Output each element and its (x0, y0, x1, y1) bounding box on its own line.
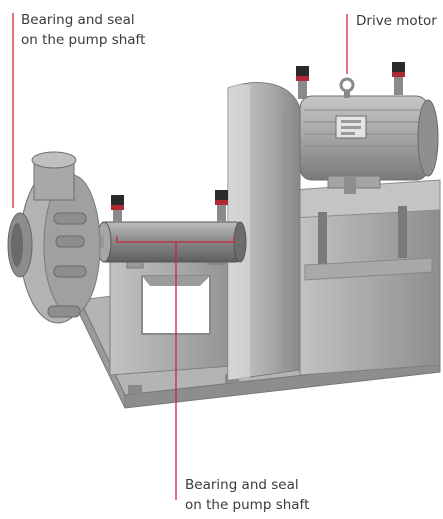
motor-stand (291, 179, 441, 376)
bearing-housing (90, 190, 247, 263)
callout-label-top-left-line2: on the pump shaft (21, 32, 146, 48)
callout-label-bottom-line2: on the pump shaft (185, 497, 310, 513)
callout-label-bottom: Bearing and seal on the pump shaft (185, 475, 309, 515)
callout-lines (12, 13, 348, 500)
pump-casing (7, 151, 101, 324)
callout-bracket-bearing (116, 236, 235, 243)
callout-label-drive-motor: Drive motor (356, 13, 437, 29)
bearing-pedestal (109, 251, 246, 376)
callout-label-top-left: Bearing and seal on the pump shaft (21, 10, 145, 50)
drive-motor (296, 62, 439, 194)
callout-label-bottom-line1: Bearing and seal (185, 477, 299, 493)
callout-label-top-left-line1: Bearing and seal (21, 12, 135, 28)
